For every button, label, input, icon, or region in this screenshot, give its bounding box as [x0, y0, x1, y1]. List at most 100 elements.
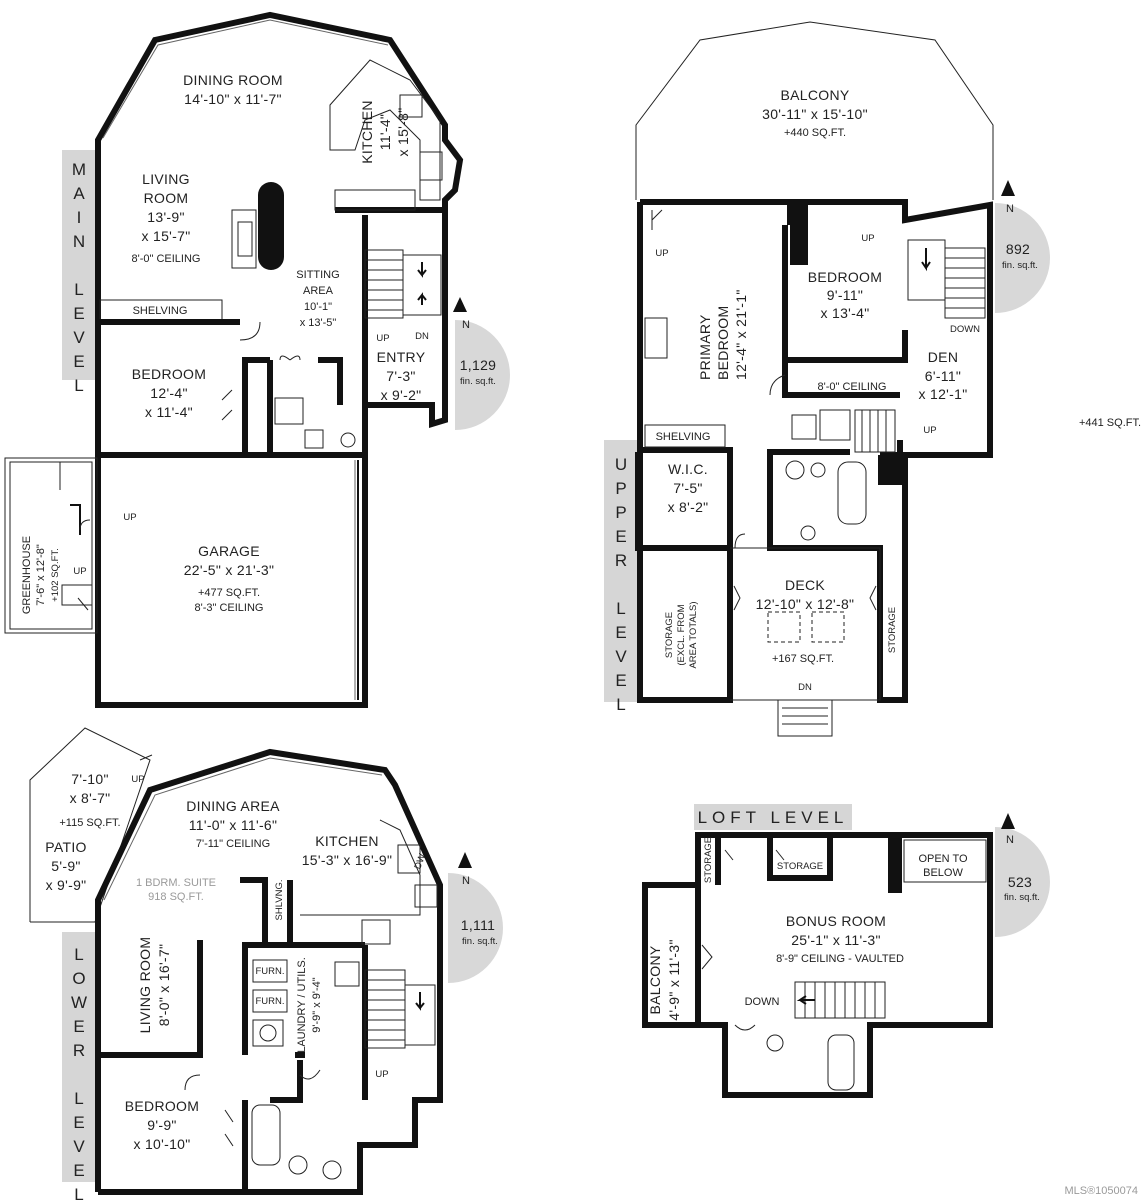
main-area-value: 1,129	[460, 357, 497, 373]
upper-up1: UP	[655, 248, 668, 259]
lower-compass-n: N	[462, 875, 470, 887]
lower-suite-l2: 918 SQ.FT.	[148, 891, 204, 903]
garage-wall	[95, 452, 368, 708]
upper-storage-left-l3: AREA TOTALS)	[688, 601, 699, 668]
lower-level-plan	[29, 727, 443, 1195]
loft-level-text: LOFT LEVEL STORAGE STORAGE OPEN TO BELOW…	[647, 808, 1040, 1021]
main-shower	[274, 397, 304, 425]
upper-storage-right: STORAGE	[887, 607, 898, 653]
upper-bedroom-dim1: 9'-11"	[827, 287, 863, 303]
upper-den-name: DEN	[928, 349, 958, 365]
main-entry-name: ENTRY	[377, 349, 426, 365]
main-entry-dim1: 7'-3"	[386, 368, 415, 384]
upper-den-dim2: x 12'-1"	[919, 386, 968, 402]
lower-kitchen-counter	[300, 819, 421, 916]
upper-primary-name1: PRIMARY	[697, 314, 713, 380]
loft-bathtub	[827, 1034, 855, 1091]
lower-patio-dim3: 5'-9"	[51, 858, 80, 874]
lower-patio-up: UP	[131, 774, 144, 785]
lower-living-name: LIVING ROOM	[137, 937, 153, 1034]
lower-bedroom-dim2: x 10'-10"	[133, 1136, 190, 1152]
main-outer-wall	[95, 11, 464, 455]
upper-shelving: SHELVING	[656, 431, 711, 443]
upper-outer-wall	[635, 202, 733, 703]
loft-open-to-below	[903, 839, 987, 883]
main-stairs	[364, 249, 442, 319]
upper-storage-left-l1: STORAGE	[664, 612, 675, 658]
lower-bedroom-dim1: 9'-9"	[147, 1117, 176, 1133]
lower-patio-dim2: x 8'-7"	[70, 790, 111, 806]
upper-balcony-name: BALCONY	[780, 87, 849, 103]
lower-furn1: FURN.	[255, 966, 284, 977]
main-level-text: MAIN LEVEL DINING ROOM 14'-10" x 11'-7" …	[21, 72, 496, 614]
upper-up2: UP	[861, 233, 874, 244]
main-sitting-name1: SITTING	[296, 269, 339, 281]
garage-name: GARAGE	[198, 543, 260, 559]
lower-laundry-name: LAUNDRY / UTILS.	[296, 957, 308, 1053]
greenhouse-up: UP	[123, 512, 136, 523]
main-entry-dim2: x 9'-2"	[381, 387, 422, 403]
loft-open-l1: OPEN TO	[918, 853, 968, 865]
loft-down: DOWN	[745, 996, 780, 1008]
upper-deck-name: DECK	[785, 577, 825, 593]
lower-patio-name: PATIO	[45, 839, 86, 855]
main-bedroom-dim2: x 11'-4"	[145, 404, 193, 420]
main-level-label: MAIN LEVEL	[70, 160, 89, 400]
loft-storage-2: STORAGE	[777, 861, 823, 872]
main-up: UP	[376, 333, 389, 344]
main-shelving: SHELVING	[133, 305, 188, 317]
upper-balcony-sqft: +440 SQ.FT.	[784, 127, 846, 139]
upper-level-plan	[604, 21, 994, 737]
lower-furnace-2	[252, 989, 288, 1013]
loft-compass-n: N	[1006, 834, 1014, 846]
upper-dn: DN	[798, 682, 812, 693]
lower-dining-ceiling: 7'-11" CEILING	[196, 838, 270, 850]
upper-chimney	[790, 205, 808, 265]
lower-patio-sqft: +115 SQ.FT.	[59, 817, 120, 829]
lower-outer-wall	[95, 748, 443, 1195]
main-bedroom-dim1: 12'-4"	[150, 385, 187, 401]
loft-area-unit: fin. sq.ft.	[1004, 892, 1040, 903]
loft-area-value: 523	[1008, 874, 1032, 890]
lower-level-label: LOWER LEVEL	[70, 945, 89, 1200]
main-dn: DN	[415, 331, 429, 342]
lower-laundry-dims: 9'-9" x 9'-4"	[311, 977, 323, 1033]
main-kitchen-dim2: x 15'-8"	[395, 108, 411, 157]
lower-compass	[448, 852, 503, 983]
lower-shlvng: SHLVNG.	[274, 879, 285, 920]
upper-bedroom-dim2: x 13'-4"	[821, 305, 870, 321]
upper-up3: UP	[923, 425, 936, 436]
lower-level-text: LOWER LEVEL 7'-10" x 8'-7" +115 SQ.FT. P…	[45, 771, 498, 1200]
greenhouse-up2: UP	[73, 566, 86, 577]
loft-storage-1: STORAGE	[703, 837, 714, 883]
main-level-plan	[4, 11, 464, 708]
loft-outer-wall	[642, 832, 993, 1098]
lower-kitchen-name: KITCHEN	[315, 833, 379, 849]
main-kitchen-dim1: 11'-4"	[377, 114, 393, 150]
upper-wic-dim2: x 8'-2"	[668, 499, 709, 515]
lower-dining-dims: 11'-0" x 11'-6"	[189, 817, 278, 833]
loft-level-plan	[642, 804, 993, 1098]
upper-balcony-outline	[635, 21, 994, 200]
loft-balcony-name: BALCONY	[647, 945, 663, 1014]
loft-bonus-dims: 25'-1" x 11'-3"	[791, 932, 881, 948]
lower-patio-dim1: 7'-10"	[71, 771, 108, 787]
lower-patio-dim4: x 9'-9"	[46, 877, 87, 893]
lower-bedroom-name: BEDROOM	[125, 1098, 199, 1114]
greenhouse-dims: 7'-6" x 12'-8"	[35, 544, 47, 606]
upper-ceiling: 8'-0" CEILING	[818, 381, 887, 393]
upper-primary-name2: BEDROOM	[715, 306, 731, 380]
main-area-unit: fin. sq.ft.	[460, 376, 496, 387]
main-sitting-name2: AREA	[303, 285, 334, 297]
upper-wic-dim1: 7'-5"	[673, 480, 702, 496]
upper-level-label: UPPER LEVEL	[612, 455, 631, 719]
lower-furnace-1	[252, 959, 288, 983]
main-living-name2: ROOM	[144, 190, 189, 206]
upper-area-value: 892	[1006, 241, 1030, 257]
main-living-dim1: 13'-9"	[147, 209, 184, 225]
main-ceiling: 8'-0" CEILING	[132, 253, 201, 265]
loft-compass	[995, 813, 1050, 937]
lower-level-tag	[62, 932, 96, 1182]
main-living-name1: LIVING	[142, 171, 190, 187]
